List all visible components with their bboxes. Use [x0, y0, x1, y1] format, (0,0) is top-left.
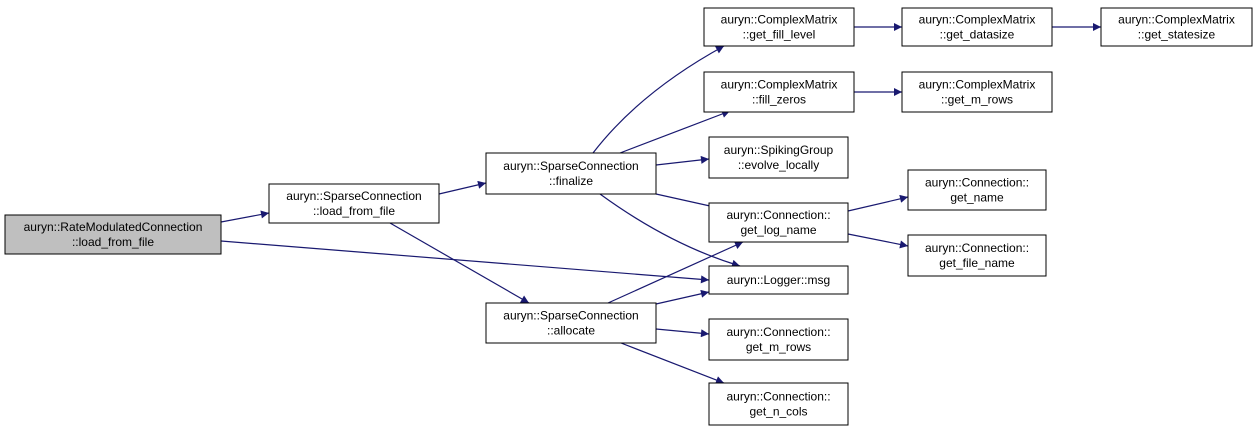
node-sc-load[interactable]: auryn::SparseConnection::load_from_file	[268, 183, 440, 224]
edge-sc_finalize-to-cm_fill_level	[592, 45, 725, 154]
nodes-layer: auryn::RateModulatedConnection::load_fro…	[4, 7, 1253, 426]
node-box[interactable]	[708, 202, 849, 243]
node-box[interactable]	[907, 169, 1047, 211]
node-label-line: auryn::Connection::	[726, 390, 830, 404]
node-label-line: auryn::Connection::	[925, 176, 1029, 190]
edge-arrow	[620, 342, 725, 384]
node-sc-allocate[interactable]: auryn::SparseConnection::allocate	[485, 302, 657, 344]
node-label-line: auryn::SparseConnection	[503, 309, 638, 323]
node-label-line: get_log_name	[740, 223, 816, 237]
node-label-line: ::evolve_locally	[738, 158, 819, 172]
edge-arrow	[607, 241, 744, 304]
edge-sc_allocate-to-c_log_name	[607, 241, 744, 304]
edge-sc_load-to-sc_allocate	[389, 222, 530, 304]
node-c-file-name[interactable]: auryn::Connection::get_file_name	[907, 234, 1047, 277]
node-box[interactable]	[703, 7, 855, 47]
node-label-line: get_file_name	[939, 256, 1015, 270]
node-sc-finalize[interactable]: auryn::SparseConnection::finalize	[485, 152, 657, 195]
node-label-line: auryn::Connection::	[925, 241, 1029, 255]
edge-arrow	[389, 222, 530, 304]
node-label-line: ::load_from_file	[72, 235, 154, 249]
node-label-line: auryn::RateModulatedConnection	[24, 220, 203, 234]
node-label-line: auryn::Connection::	[726, 208, 830, 222]
edge-sc_finalize-to-sg_evolve	[655, 155, 710, 166]
node-box[interactable]	[708, 318, 849, 361]
node-label-line: auryn::ComplexMatrix	[919, 78, 1036, 92]
node-label-line: auryn::ComplexMatrix	[721, 78, 838, 92]
node-cm-statesize[interactable]: auryn::ComplexMatrix::get_statesize	[1100, 7, 1253, 47]
node-logger-msg[interactable]: auryn::Logger::msg	[708, 265, 849, 295]
edge-sc_allocate-to-logger_msg	[655, 289, 710, 305]
node-label-line: get_name	[950, 191, 1004, 205]
edge-arrow	[619, 110, 731, 154]
node-box[interactable]	[708, 265, 849, 295]
node-label-line: ::allocate	[547, 324, 595, 338]
node-box[interactable]	[485, 152, 657, 195]
node-rmc-load[interactable]: auryn::RateModulatedConnection::load_fro…	[4, 214, 222, 255]
node-label-line: auryn::SpikingGroup	[724, 143, 834, 157]
edge-arrow	[655, 289, 710, 305]
node-label-line: auryn::ComplexMatrix	[721, 13, 838, 27]
node-label-line: auryn::ComplexMatrix	[1118, 13, 1235, 27]
node-label-line: ::get_statesize	[1138, 28, 1216, 42]
edge-arrow	[438, 180, 487, 195]
edges-layer	[220, 23, 1101, 384]
edge-c_log_name-to-c_name	[847, 194, 909, 212]
edge-sc_allocate-to-c_n_cols	[620, 342, 725, 384]
node-label-line: auryn::SparseConnection	[503, 159, 638, 173]
node-box[interactable]	[485, 302, 657, 344]
node-box[interactable]	[708, 382, 849, 426]
node-label-line: ::load_from_file	[313, 204, 395, 218]
edge-arrow	[655, 155, 710, 166]
node-box[interactable]	[703, 71, 855, 113]
node-box[interactable]	[901, 7, 1053, 47]
node-label-line: ::get_datasize	[940, 28, 1015, 42]
node-sg-evolve[interactable]: auryn::SpikingGroup::evolve_locally	[708, 136, 849, 179]
edge-sc_finalize-to-logger_msg	[599, 193, 741, 268]
edge-sc_allocate-to-c_m_rows	[655, 328, 710, 338]
node-label-line: auryn::SparseConnection	[286, 189, 421, 203]
node-label-line: auryn::ComplexMatrix	[919, 13, 1036, 27]
node-label-line: auryn::Logger::msg	[727, 273, 830, 287]
edge-arrow	[599, 193, 741, 268]
node-c-log-name[interactable]: auryn::Connection::get_log_name	[708, 202, 849, 243]
node-box[interactable]	[268, 183, 440, 224]
edge-arrow	[592, 45, 725, 154]
node-cm-m-rows[interactable]: auryn::ComplexMatrix::get_m_rows	[901, 71, 1053, 113]
edge-rmc_load-to-sc_load	[220, 210, 270, 223]
edge-arrow	[847, 233, 909, 249]
edge-sc_load-to-sc_finalize	[438, 180, 487, 195]
node-box[interactable]	[708, 136, 849, 179]
node-label-line: get_m_rows	[746, 340, 811, 354]
edge-arrow	[220, 210, 270, 223]
node-c-m-rows[interactable]: auryn::Connection::get_m_rows	[708, 318, 849, 361]
node-label-line: ::get_fill_level	[743, 28, 816, 42]
node-label-line: get_n_cols	[749, 405, 807, 419]
node-box[interactable]	[4, 214, 222, 255]
node-c-n-cols[interactable]: auryn::Connection::get_n_cols	[708, 382, 849, 426]
node-cm-fill-level[interactable]: auryn::ComplexMatrix::get_fill_level	[703, 7, 855, 47]
node-c-name[interactable]: auryn::Connection::get_name	[907, 169, 1047, 211]
edge-sc_finalize-to-cm_fill_zeros	[619, 110, 731, 154]
edge-arrow	[220, 240, 710, 284]
edge-c_log_name-to-c_file_name	[847, 233, 909, 249]
node-label-line: auryn::Connection::	[726, 325, 830, 339]
edge-arrow	[655, 328, 710, 338]
node-cm-datasize[interactable]: auryn::ComplexMatrix::get_datasize	[901, 7, 1053, 47]
node-label-line: ::get_m_rows	[941, 93, 1013, 107]
node-label-line: ::fill_zeros	[752, 93, 806, 107]
node-box[interactable]	[901, 71, 1053, 113]
node-label-line: ::finalize	[549, 174, 593, 188]
edge-rmc_load-to-logger_msg	[220, 240, 710, 284]
node-cm-fill-zeros[interactable]: auryn::ComplexMatrix::fill_zeros	[703, 71, 855, 113]
node-box[interactable]	[1100, 7, 1253, 47]
node-box[interactable]	[907, 234, 1047, 277]
edge-arrow	[847, 194, 909, 212]
